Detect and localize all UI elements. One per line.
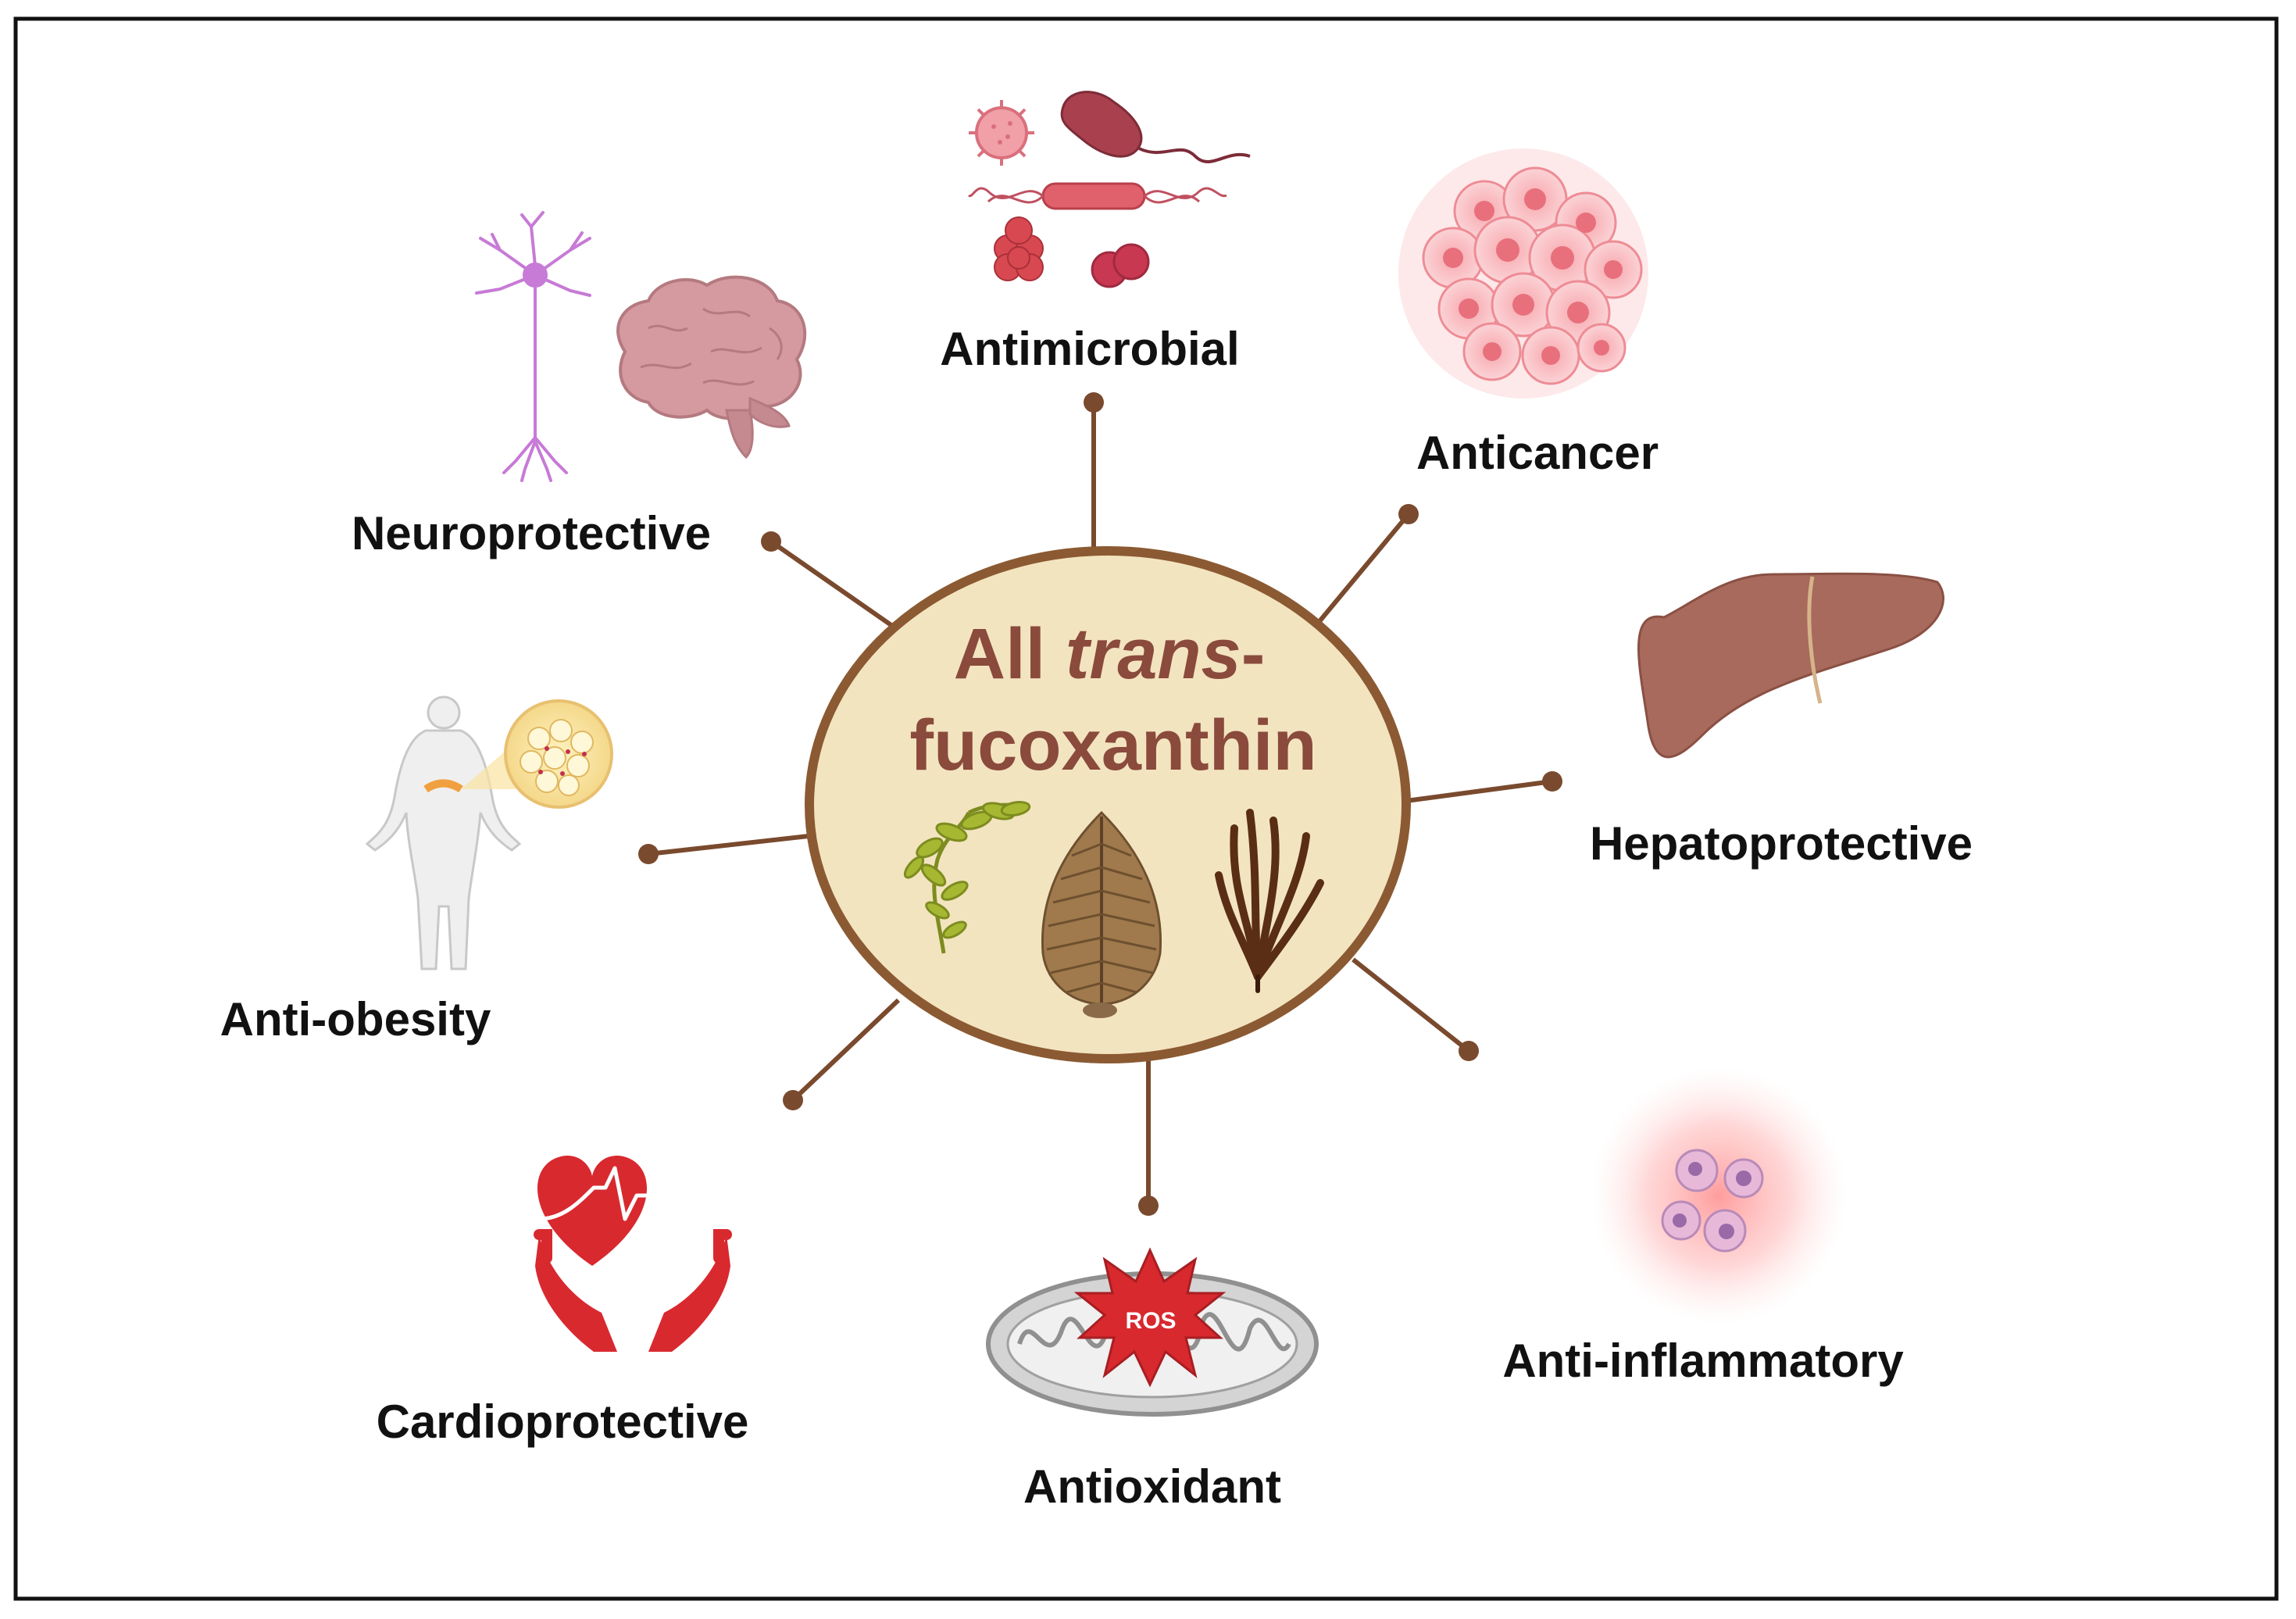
label-hepatoprotective: Hepatoprotective	[1590, 817, 1973, 870]
obese-body-icon	[365, 695, 522, 970]
connector-dot-antioxidant	[1138, 1195, 1159, 1216]
label-antimicrobial: Antimicrobial	[940, 323, 1239, 375]
brown-seaweed-icon	[1041, 810, 1162, 1018]
tumor-cells-icon	[1398, 148, 1648, 398]
cocci-cluster-icon	[994, 216, 1044, 281]
center-node: All trans- fucoxanthin	[805, 546, 1411, 1063]
label-cardioprotective: Cardioprotective	[377, 1396, 749, 1448]
label-anti-obesity: Anti-obesity	[220, 993, 491, 1045]
connectors	[638, 392, 1562, 1216]
microbes-icon	[967, 91, 1251, 288]
figure-frame	[13, 16, 2279, 1601]
connector-hepatoprotective	[1405, 779, 1553, 803]
connector-dot-anti-inflammatory	[1459, 1041, 1479, 1061]
bacillus-icon	[1060, 91, 1251, 163]
brain-icon	[616, 275, 807, 459]
connector-anti-obesity	[648, 834, 809, 856]
connector-anti-inflammatory	[1352, 957, 1470, 1053]
label-neuroprotective: Neuroprotective	[352, 507, 711, 559]
connector-dot-anticancer	[1398, 504, 1419, 524]
liver-icon	[1637, 572, 1944, 759]
connector-dot-antimicrobial	[1084, 392, 1104, 413]
green-seaweed-icon	[903, 801, 1031, 954]
connector-dot-anti-obesity	[638, 844, 659, 864]
center-title-line2: fucoxanthin	[909, 706, 1316, 785]
label-antioxidant: Antioxidant	[1023, 1460, 1281, 1513]
neuron-icon	[475, 211, 591, 482]
connector-neuroprotective	[769, 539, 898, 631]
connector-dot-hepatoprotective	[1542, 771, 1562, 792]
ros-burst-icon	[1073, 1247, 1227, 1388]
connector-dot-neuroprotective	[761, 531, 781, 552]
label-anti-inflammatory: Anti-inflammatory	[1502, 1335, 1904, 1387]
connector-dot-cardioprotective	[783, 1090, 803, 1110]
flagellated-bacterium-icon	[967, 182, 1227, 210]
fat-cells-icon	[461, 699, 613, 809]
immune-cells-icon	[1590, 1067, 1848, 1324]
mitochondrion-icon: ROS	[986, 1247, 1319, 1417]
kelp-seaweed-icon	[1215, 809, 1324, 993]
connector-cardioprotective	[791, 998, 901, 1103]
virus-icon	[969, 100, 1034, 166]
diplococcus-icon	[1091, 243, 1150, 288]
heart-hands-icon	[534, 1156, 732, 1352]
ros-label: ROS	[1125, 1308, 1176, 1334]
label-anticancer: Anticancer	[1416, 427, 1659, 479]
center-title-line1: All trans-	[954, 614, 1266, 694]
connector-anticancer	[1314, 513, 1411, 627]
